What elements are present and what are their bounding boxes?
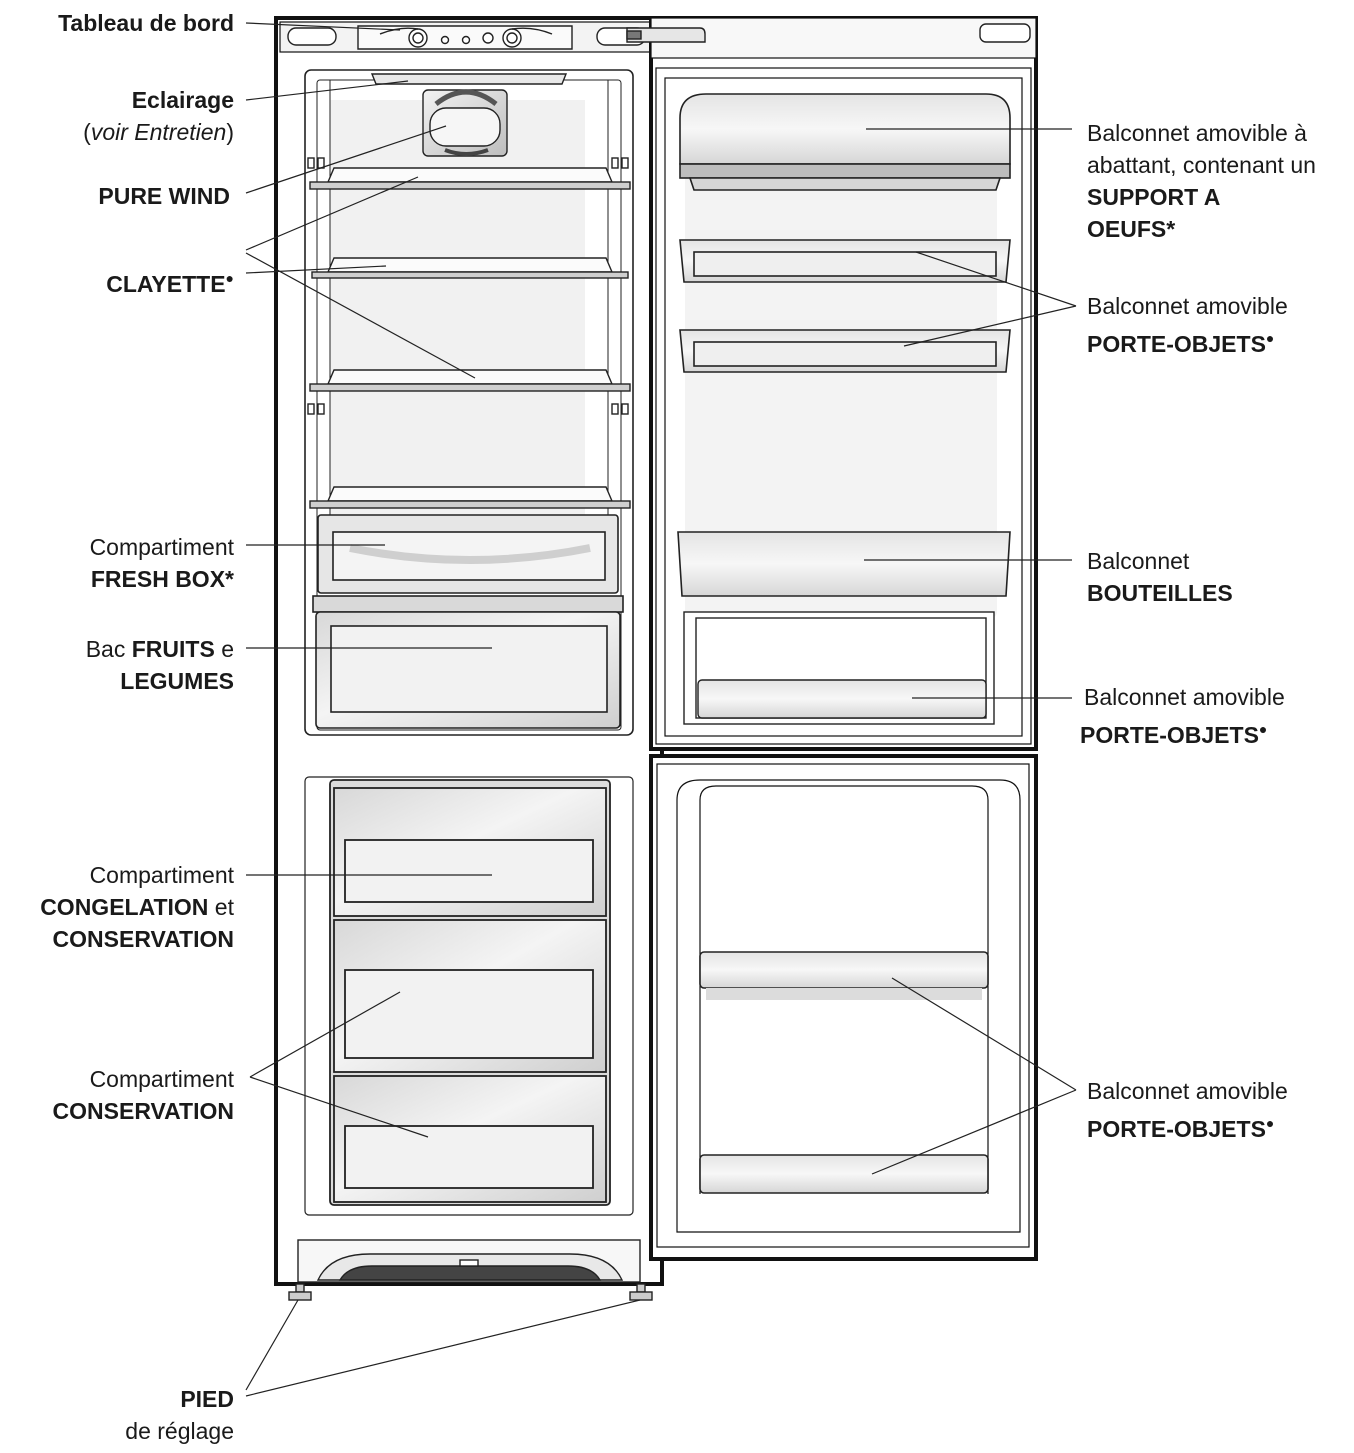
bullet-mark: ● xyxy=(225,270,234,286)
label-porte-objets-3-bold: PORTE-OBJETS xyxy=(1087,1116,1266,1142)
label-porte-objets-1: Balconnet amovible PORTE-OBJETS● xyxy=(1087,290,1288,360)
label-congelation-mid: et xyxy=(208,894,234,920)
label-support-line2: abattant, contenant un xyxy=(1087,152,1316,178)
label-conservation: Compartiment CONSERVATION xyxy=(53,1063,234,1127)
leader-lines xyxy=(245,22,1077,1397)
door-handle xyxy=(626,23,1031,43)
pure-wind-fan xyxy=(422,89,508,157)
fresh-box-drawer xyxy=(317,514,619,594)
label-porte-objets-2-bold: PORTE-OBJETS xyxy=(1080,722,1259,748)
freezer-door-bin-1 xyxy=(699,951,989,1000)
label-pure-wind-text: PURE WIND xyxy=(98,183,230,209)
paren-close: ) xyxy=(226,119,234,145)
label-bouteilles-line1: Balconnet xyxy=(1087,548,1190,574)
label-support-oeufs: Balconnet amovible à abattant, contenant… xyxy=(1087,117,1316,245)
label-porte-objets-2: Balconnet amovible PORTE-OBJETS● xyxy=(1080,681,1285,751)
fruit-vegetable-bin xyxy=(312,595,624,729)
label-congelation-title: CONGELATION xyxy=(40,894,209,920)
label-support-line1: Balconnet amovible à xyxy=(1087,120,1307,146)
label-porte-objets-3-line1: Balconnet amovible xyxy=(1087,1078,1288,1104)
label-conservation-bold: CONSERVATION xyxy=(52,1098,234,1124)
label-fruits-pre: Bac xyxy=(85,636,132,662)
label-fresh-box: Compartiment FRESH BOX* xyxy=(90,531,234,595)
label-support-bold1: SUPPORT A xyxy=(1087,184,1221,210)
label-tableau-de-bord: Tableau de bord xyxy=(58,7,234,39)
label-clayette: CLAYETTE● xyxy=(106,262,234,300)
label-bouteilles-bold: BOUTEILLES xyxy=(1087,580,1233,606)
label-fruits-legumes: Bac FRUITS e LEGUMES xyxy=(86,633,234,697)
asterisk-mark: * xyxy=(225,566,234,592)
label-support-bold2: OEUFS xyxy=(1087,216,1167,242)
label-legumes-title: LEGUMES xyxy=(120,668,234,694)
label-pied: PIED de réglage xyxy=(125,1383,234,1447)
label-eclairage: Eclairage (voir Entretien) xyxy=(83,84,234,148)
label-conservation-title: CONSERVATION xyxy=(52,926,234,952)
light-fixture xyxy=(370,73,568,85)
bullet-mark: ● xyxy=(1258,721,1268,737)
label-pied-line2: de réglage xyxy=(125,1418,234,1444)
egg-holder-bin xyxy=(679,93,1011,191)
label-conservation-line1: Compartiment xyxy=(89,1066,234,1092)
label-fresh-box-line1: Compartiment xyxy=(89,534,234,560)
door-bin-3 xyxy=(683,611,995,725)
asterisk-mark: * xyxy=(1166,216,1176,242)
label-pure-wind: PURE WIND xyxy=(98,180,230,212)
door-bin-2 xyxy=(679,329,1011,373)
bottle-bin xyxy=(677,531,1011,597)
label-eclairage-note: voir Entretien xyxy=(90,119,227,145)
label-eclairage-title: Eclairage xyxy=(131,87,234,113)
label-porte-objets-1-bold: PORTE-OBJETS xyxy=(1087,331,1266,357)
label-porte-objets-2-line1: Balconnet amovible xyxy=(1084,684,1285,710)
label-congelation: Compartiment CONGELATION et CONSERVATION xyxy=(40,859,234,955)
label-fruits-mid: e xyxy=(214,636,234,662)
label-clayette-text: CLAYETTE xyxy=(106,271,226,297)
label-porte-objets-1-line1: Balconnet amovible xyxy=(1087,293,1288,319)
label-congelation-line1: Compartiment xyxy=(89,862,234,888)
door-bin-1 xyxy=(679,239,1011,283)
label-pied-title: PIED xyxy=(180,1386,234,1412)
label-porte-objets-3: Balconnet amovible PORTE-OBJETS● xyxy=(1087,1075,1288,1145)
paren-open: ( xyxy=(83,119,91,145)
shelves xyxy=(307,157,631,509)
bullet-mark: ● xyxy=(1265,1115,1275,1131)
label-bouteilles: Balconnet BOUTEILLES xyxy=(1087,545,1233,609)
freezer-compartment xyxy=(304,776,634,1216)
label-fruits-title: FRUITS xyxy=(131,636,215,662)
bullet-mark: ● xyxy=(1265,330,1275,346)
adjustable-feet xyxy=(288,1283,653,1301)
label-tableau-text: Tableau de bord xyxy=(58,10,234,36)
kick-plate xyxy=(297,1239,641,1283)
freezer-door-bin-2 xyxy=(699,1154,989,1194)
freezer-drawers xyxy=(329,779,611,1206)
label-fresh-box-title: FRESH BOX xyxy=(90,566,226,592)
